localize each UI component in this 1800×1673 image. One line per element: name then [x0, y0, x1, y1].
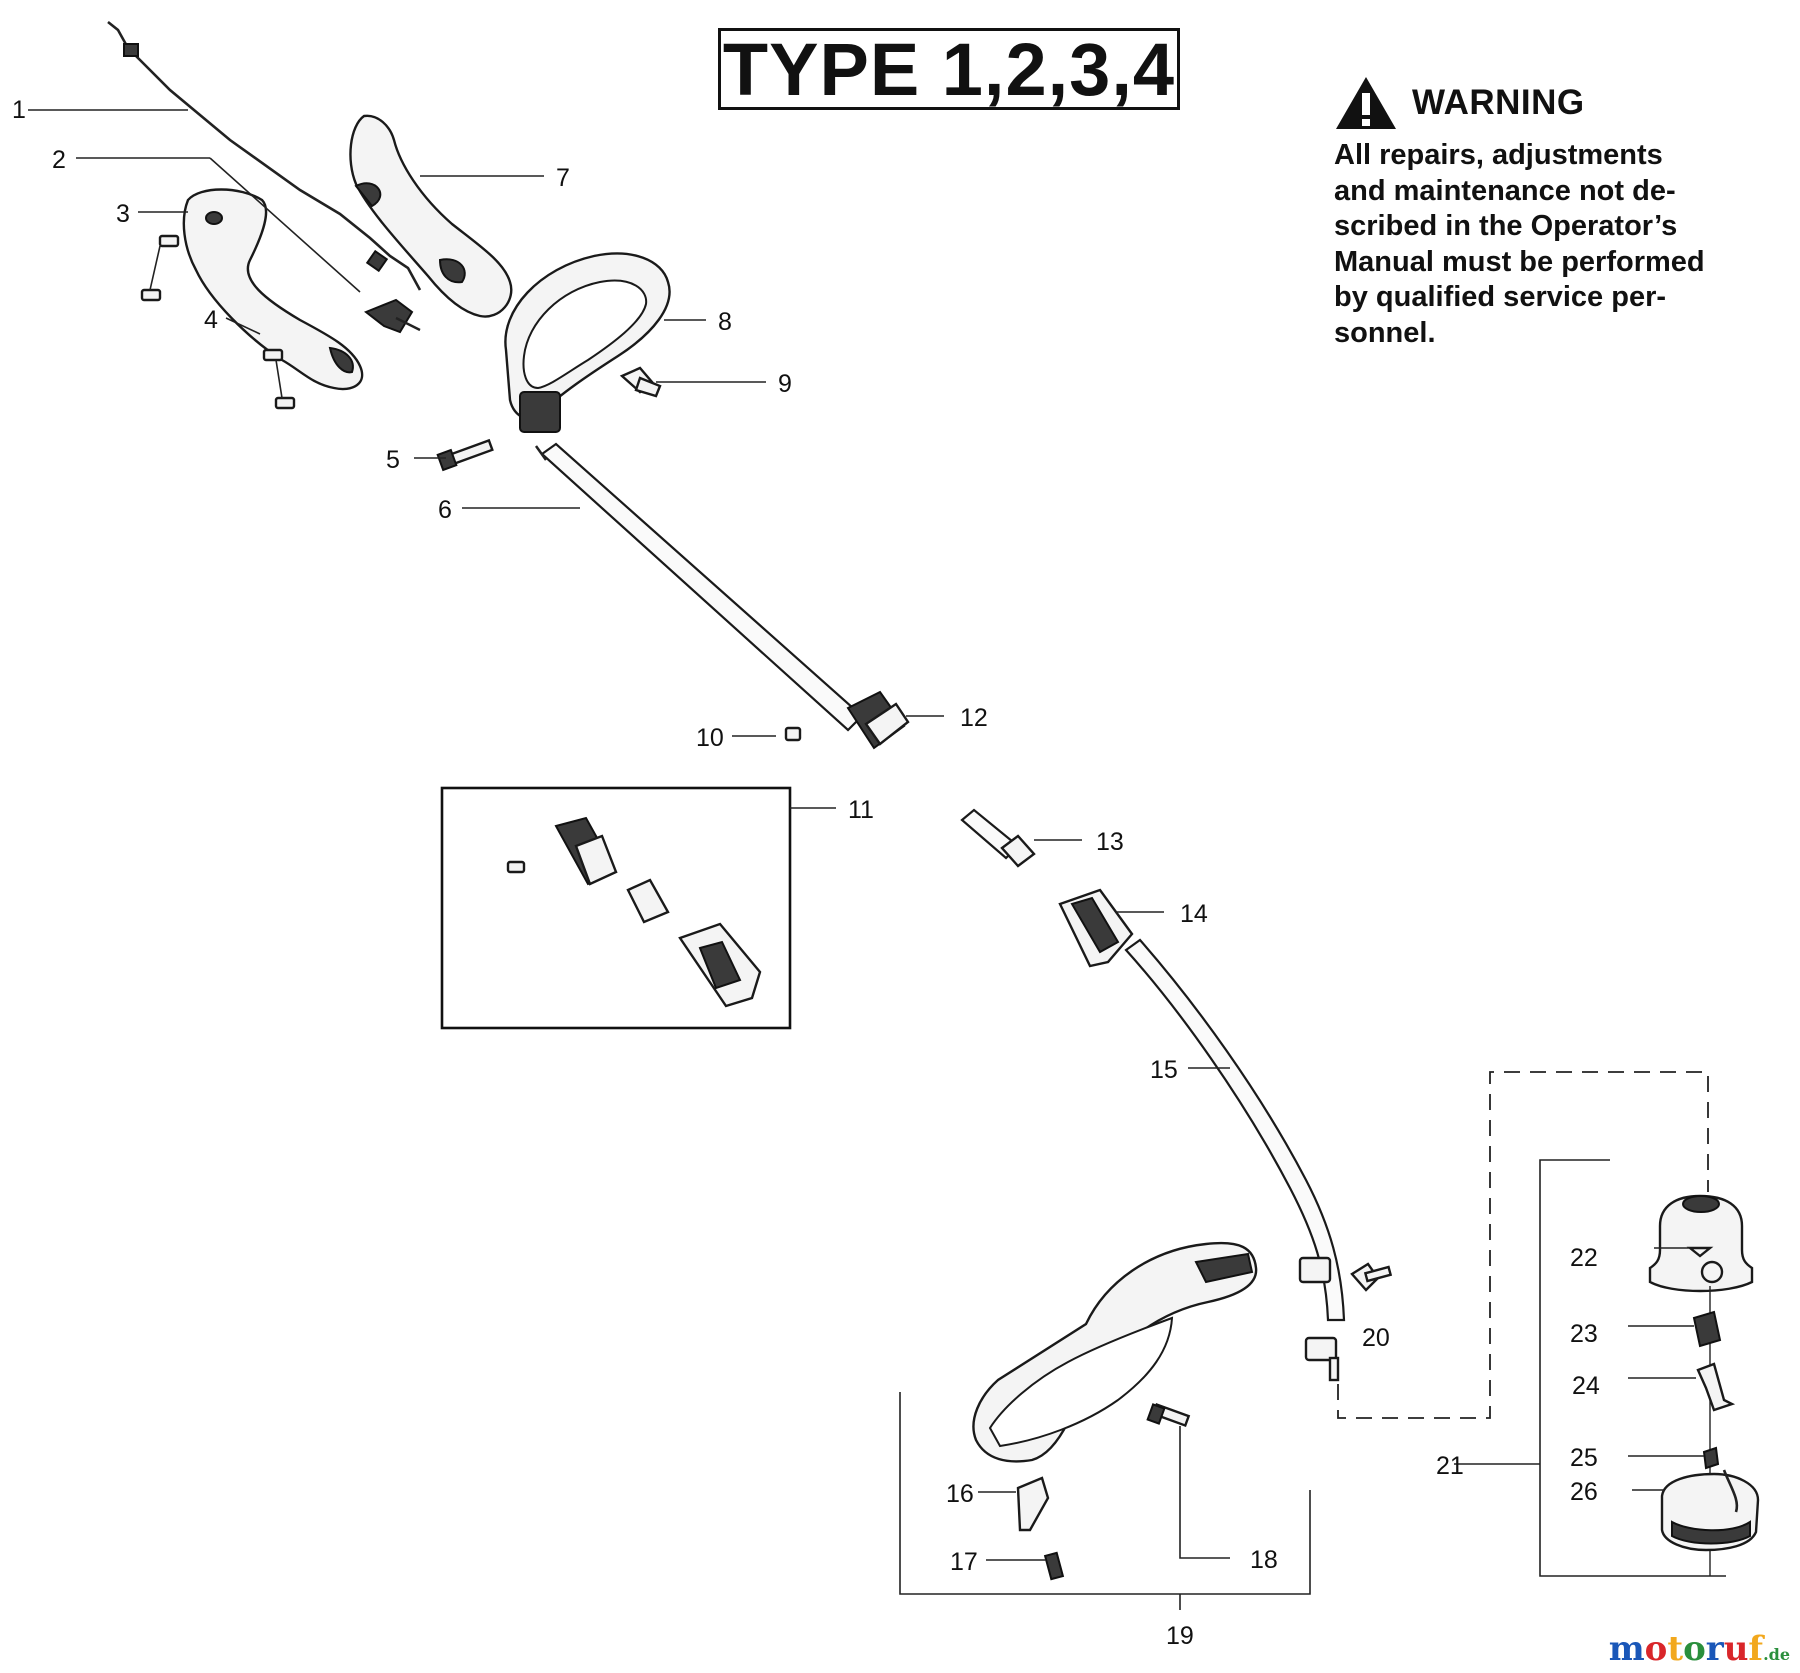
callout-11: 11: [848, 796, 874, 824]
callout-8: 8: [718, 308, 732, 336]
loop-handle: [504, 252, 671, 433]
callout-12: 12: [960, 704, 988, 732]
throttle-trigger: [364, 298, 421, 334]
callout-7: 7: [556, 164, 570, 192]
handle-half-left: [182, 188, 364, 391]
throttle-cable: [107, 20, 422, 291]
callout-14: 14: [1180, 900, 1208, 928]
callout-19: 19: [1166, 1622, 1194, 1650]
handle-bolt: [436, 438, 494, 472]
attachment-kit-box: [440, 786, 792, 1030]
callout-22: 22: [1570, 1244, 1598, 1272]
callout-9: 9: [778, 370, 792, 398]
callout-26: 26: [1570, 1478, 1598, 1506]
warning-header: WARNING: [1334, 74, 1744, 132]
grass-deflector-guard: [972, 1241, 1258, 1463]
warning-triangle-icon: [1336, 77, 1396, 129]
line-cutter-blade: [1016, 1402, 1191, 1581]
warning-line: by qualified service per-: [1334, 281, 1667, 313]
callout-17: 17: [950, 1548, 978, 1576]
callout-21: 21: [1436, 1452, 1464, 1480]
callout-15: 15: [1150, 1056, 1178, 1084]
handle-screws: [140, 234, 296, 410]
callout-20: 20: [1362, 1324, 1390, 1352]
callout-5: 5: [386, 446, 400, 474]
site-watermark: motoruf.de: [1609, 1629, 1790, 1669]
type-title-box: TYPE 1,2,3,4: [718, 27, 1180, 111]
warning-line: scribed in the Operator’s: [1334, 210, 1678, 242]
warning-title: WARNING: [1412, 83, 1585, 122]
trimmer-head: [1648, 1194, 1760, 1576]
warning-line: and maintenance not de-: [1334, 174, 1676, 207]
warning-line: All repairs, adjustments: [1334, 139, 1663, 171]
warning-line: sonnel.: [1334, 316, 1436, 349]
shaft-grip-sleeve: [1058, 888, 1134, 968]
warning-text: All repairs, adjustments and maintenance…: [1334, 138, 1744, 351]
callout-4: 4: [204, 306, 218, 334]
lower-shaft-coupling: [960, 808, 1036, 868]
callout-18: 18: [1250, 1546, 1278, 1574]
warning-line: Manual must be performed: [1334, 245, 1705, 278]
watermark-text: motoruf: [1608, 1629, 1764, 1669]
callout-25: 25: [1570, 1444, 1598, 1472]
callout-labels: 1 2 3 4 5 6 7 8 9 10 11 12 13 14 15 16 1…: [12, 96, 1600, 1650]
callout-1: 1: [12, 96, 26, 124]
callout-16: 16: [946, 1480, 974, 1508]
handle-half-right: [349, 114, 513, 318]
wing-nut: [619, 366, 662, 398]
type-title: TYPE 1,2,3,4: [722, 27, 1176, 111]
callout-leaders: [28, 109, 1726, 1610]
shaft-coupler: [784, 690, 910, 750]
upper-shaft: [534, 442, 864, 732]
callout-3: 3: [116, 200, 130, 228]
watermark-suffix: .de: [1763, 1645, 1790, 1664]
curved-lower-shaft: [1124, 938, 1346, 1382]
callout-6: 6: [438, 496, 452, 524]
callout-2: 2: [52, 146, 66, 174]
callout-13: 13: [1096, 828, 1124, 856]
warning-notice: WARNING All repairs, adjustments and mai…: [1334, 74, 1744, 351]
guard-wing-knob: [1350, 1262, 1393, 1292]
callout-23: 23: [1570, 1320, 1598, 1348]
assembly-guide-dashed: [1337, 1071, 1709, 1419]
callout-24: 24: [1572, 1372, 1600, 1400]
callout-10: 10: [696, 724, 724, 752]
